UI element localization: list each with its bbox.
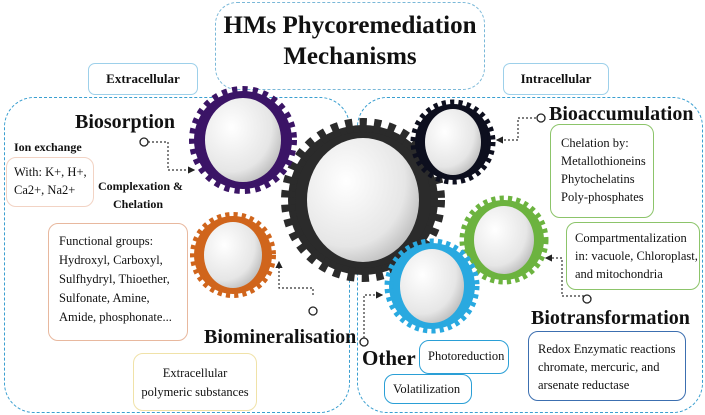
gear-compartment-icon	[459, 195, 549, 285]
photoreduction-box: Photoreduction	[419, 340, 509, 374]
gear-bioaccumulation-icon	[410, 99, 496, 185]
complexation-label: Complexation & Chelation	[98, 179, 183, 211]
ion-exchange-label: Ion exchange	[14, 140, 82, 154]
extracellular-tag: Extracellular	[88, 63, 198, 95]
title-line-2: Mechanisms	[283, 43, 417, 70]
connector-compartment	[544, 254, 584, 297]
redox-box: Redox Enzymatic reactions chromate, merc…	[528, 331, 686, 401]
biomineralisation-heading: Biomineralisation	[204, 326, 357, 348]
functional-groups-box: Functional groups: Hydroxyl, Carboxyl, S…	[48, 223, 188, 341]
gear-biomineralisation-icon	[190, 212, 276, 298]
title-line-1: HMs Phycoremediation	[223, 12, 477, 39]
chelation-box: Chelation by: Metallothioneins Phytochel…	[550, 124, 654, 218]
other-heading: Other	[362, 346, 416, 370]
connector-biosorption	[148, 141, 196, 174]
connector-other	[363, 291, 384, 338]
gear-center-icon	[281, 118, 445, 282]
gear-biosorption-icon	[189, 86, 297, 194]
compartment-box: Compartmentalization in: vacuole, Chloro…	[566, 222, 700, 290]
ion-exchange-box: With: K+, H+, Ca2+, Na2+	[6, 157, 94, 207]
biotransformation-heading: Biotransformation	[531, 307, 690, 329]
volatilization-box: Volatilization	[384, 374, 472, 404]
gear-other-icon	[384, 238, 480, 334]
biosorption-heading: Biosorption	[75, 111, 176, 133]
eps-box: Extracellular polymeric substances	[133, 353, 257, 411]
connector-biomineralisation	[275, 260, 314, 295]
intracellular-tag: Intracellular	[503, 63, 609, 95]
connector-bioaccumulation	[495, 117, 536, 144]
diagram-title: HMs Phycoremediation Mechanisms	[215, 2, 485, 90]
bioaccumulation-heading: Bioaccumulation	[549, 103, 694, 125]
